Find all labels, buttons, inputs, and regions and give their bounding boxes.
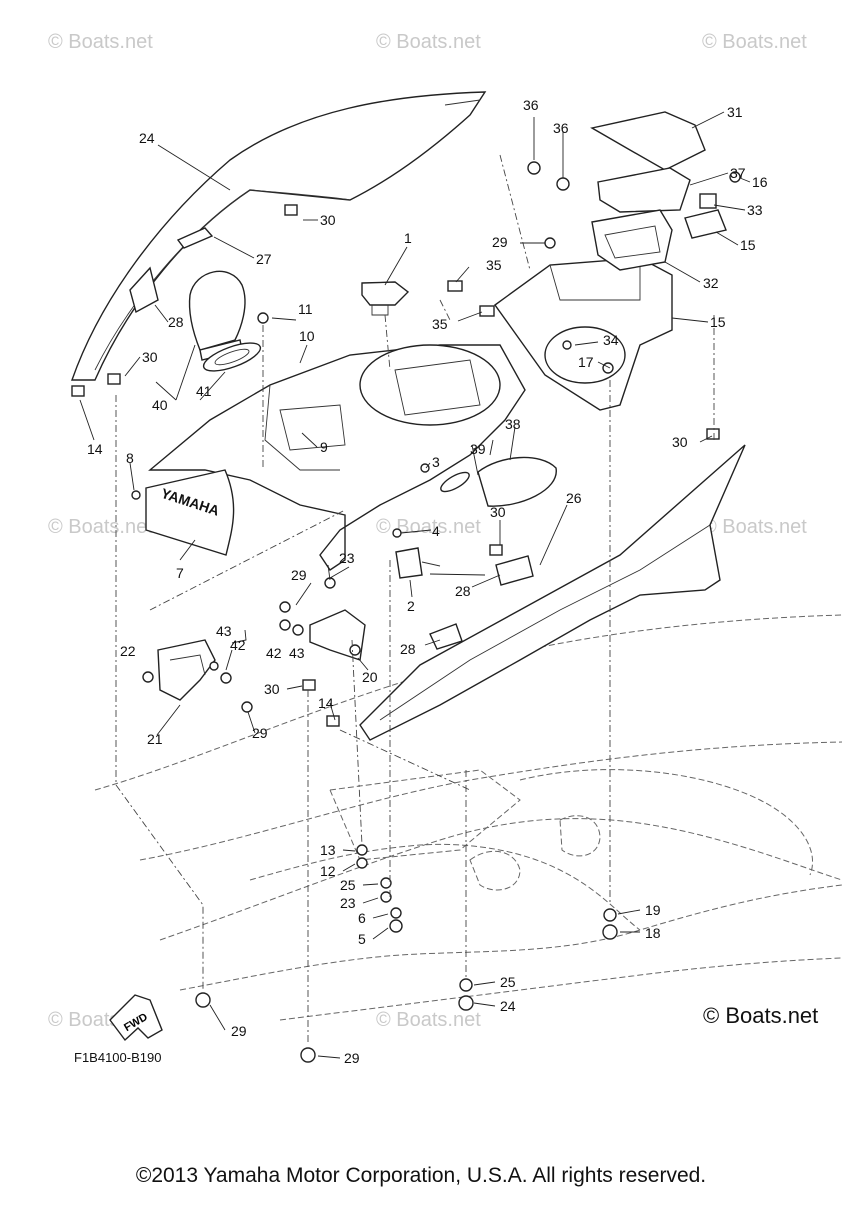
part-1-latch bbox=[361, 281, 410, 371]
callout-31: 31 bbox=[727, 104, 743, 120]
part-10-rear-frame bbox=[148, 344, 526, 571]
part-37-pad bbox=[597, 167, 691, 213]
callout-32: 32 bbox=[703, 275, 719, 291]
watermark: © Boats.net bbox=[48, 516, 153, 538]
callout-42: 42 bbox=[230, 637, 246, 653]
watermark: © Boats.net bbox=[376, 1009, 481, 1031]
callout-29: 29 bbox=[492, 234, 508, 250]
callout-14: 14 bbox=[318, 695, 334, 711]
callout-28: 27 bbox=[256, 251, 272, 267]
part-21-bracket bbox=[309, 609, 366, 661]
callout-38: 38 bbox=[505, 416, 521, 432]
callout-3: 3 bbox=[432, 454, 440, 470]
callout-28: 28 bbox=[168, 314, 184, 330]
callout-23: 22 bbox=[120, 643, 136, 659]
part-2-switch bbox=[395, 547, 441, 579]
callout-29: 29 bbox=[252, 725, 268, 741]
callout-22: 21 bbox=[147, 731, 163, 747]
callout-40: 40 bbox=[152, 397, 168, 413]
callout-11: 11 bbox=[298, 301, 313, 317]
callout-37: 37 bbox=[730, 165, 746, 181]
callout-41: 41 bbox=[196, 383, 212, 399]
callout-15: 15 bbox=[710, 314, 726, 330]
watermark: © Boats.net bbox=[376, 31, 481, 53]
watermarks: © Boats.net © Boats.net © Boats.net © Bo… bbox=[48, 31, 807, 1031]
callout-19: 18 bbox=[645, 925, 661, 941]
diagram-code: F1B4100-B190 bbox=[74, 1050, 162, 1065]
fwd-arrow-icon: FWD bbox=[109, 994, 163, 1042]
callout-30: 30 bbox=[672, 434, 688, 450]
callout-26: 26 bbox=[566, 490, 582, 506]
callout-4: 4 bbox=[432, 523, 440, 539]
callout-25: 25 bbox=[500, 974, 516, 990]
callout-30: 30 bbox=[320, 212, 336, 228]
callout-34: 34 bbox=[603, 332, 619, 348]
callout-29: 29 bbox=[231, 1023, 247, 1039]
watermark: © Boats.net bbox=[48, 31, 153, 53]
part-38-reflector bbox=[440, 456, 557, 507]
callout-35: 35 bbox=[486, 257, 502, 273]
copyright-notice: ©2013 Yamaha Motor Corporation, U.S.A. A… bbox=[135, 1164, 707, 1187]
part-22-bracket bbox=[157, 639, 216, 701]
callout-33: 33 bbox=[747, 202, 763, 218]
callout-20: 19 bbox=[645, 902, 661, 918]
watermark: © Boats.net bbox=[702, 516, 807, 538]
part-26-side-panel bbox=[359, 444, 746, 741]
callout-16: 15 bbox=[740, 237, 756, 253]
assembly-lines bbox=[115, 154, 715, 1045]
callout-36: 36 bbox=[553, 120, 569, 136]
callout-1: 1 bbox=[404, 230, 412, 246]
callout-labels: 24 30 27 28 30 40 41 14 8 11 10 9 1 3 4 … bbox=[87, 97, 768, 1066]
callout-7: 7 bbox=[176, 565, 184, 581]
callout-13: 13 bbox=[320, 842, 336, 858]
part-27-deck-cover bbox=[71, 91, 487, 381]
callout-23: 23 bbox=[339, 550, 355, 566]
decal-pieces bbox=[129, 227, 534, 650]
callout-28: 28 bbox=[455, 583, 471, 599]
leader-lines bbox=[79, 111, 751, 1059]
callout-43: 43 bbox=[216, 623, 232, 639]
callout-35: 35 bbox=[432, 316, 448, 332]
callout-29: 29 bbox=[291, 567, 307, 583]
part-7-emblem-plate: YAMAHA bbox=[145, 469, 235, 556]
watermark: © Boats.net bbox=[702, 31, 807, 53]
callout-30: 30 bbox=[264, 681, 280, 697]
callout-25: 25 bbox=[340, 877, 356, 893]
callout-9: 9 bbox=[320, 439, 328, 455]
callout-39: 39 bbox=[470, 441, 486, 457]
part-16-mount bbox=[684, 171, 741, 239]
callout-30: 30 bbox=[142, 349, 158, 365]
callout-36: 36 bbox=[523, 97, 539, 113]
callout-29: 29 bbox=[344, 1050, 360, 1066]
hull-outline bbox=[94, 614, 842, 1021]
boats-credit: © Boats.net bbox=[703, 1003, 819, 1028]
callout-14: 14 bbox=[87, 441, 103, 457]
callout-5: 5 bbox=[358, 931, 366, 947]
callout-21: 20 bbox=[362, 669, 378, 685]
watermark: © Boats.net bbox=[376, 516, 481, 538]
callout-2: 2 bbox=[407, 598, 415, 614]
callout-42: 42 bbox=[266, 645, 282, 661]
callout-8: 8 bbox=[126, 450, 134, 466]
callout-30: 30 bbox=[490, 504, 506, 520]
part-31-lid bbox=[590, 111, 706, 171]
callout-10: 10 bbox=[299, 328, 315, 344]
callout-17: 16 bbox=[752, 174, 768, 190]
part-40-mirror bbox=[188, 270, 262, 372]
callout-43: 43 bbox=[289, 645, 305, 661]
callout-28: 28 bbox=[400, 641, 416, 657]
callout-24: 23 bbox=[340, 895, 356, 911]
callout-6: 6 bbox=[358, 910, 366, 926]
callout-18: 17 bbox=[578, 354, 594, 370]
callout-24: 24 bbox=[500, 998, 516, 1014]
callout-12: 12 bbox=[320, 863, 336, 879]
callout-27: 24 bbox=[139, 130, 155, 146]
